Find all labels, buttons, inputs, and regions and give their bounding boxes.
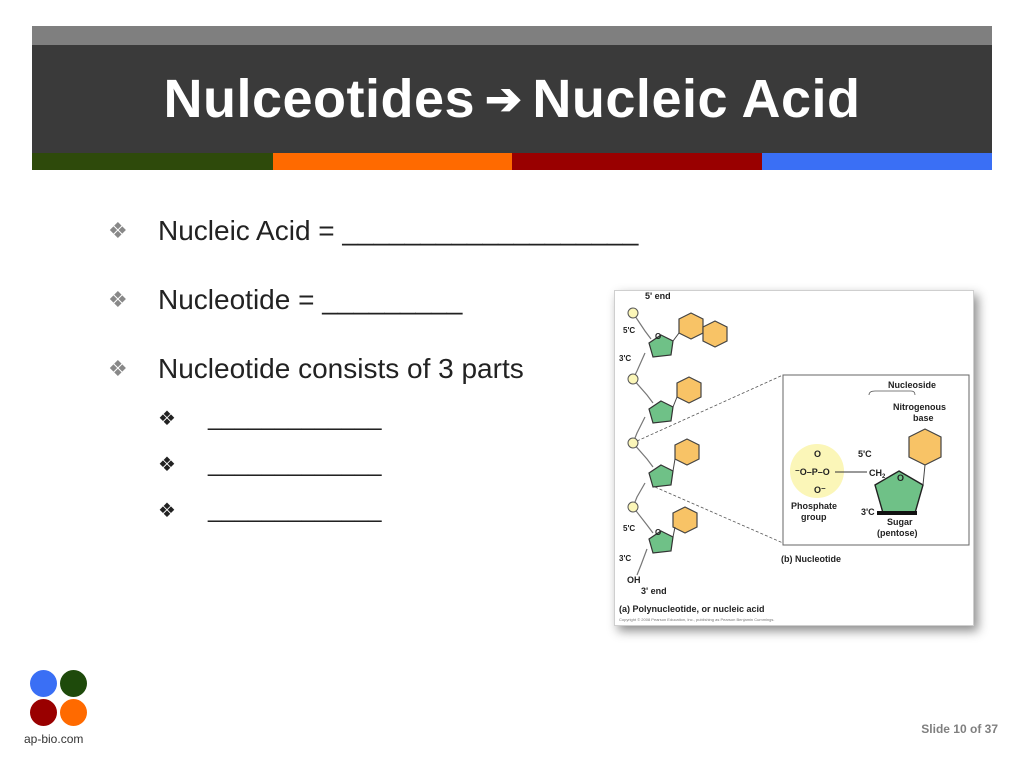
- nucleoside-brace: [868, 390, 916, 396]
- diamond-bullet-icon: ❖: [158, 407, 176, 430]
- sub-bullet-2: ❖ _____________: [158, 447, 638, 481]
- sugar-base-link: [922, 464, 926, 486]
- ap-bio-logo: [30, 670, 88, 726]
- phosphate-o-bottom: O⁻: [814, 485, 826, 495]
- nitrogenous-label: Nitrogenous: [893, 402, 946, 412]
- bullet-nucleic-acid: ❖ Nucleic Acid = ___________________: [108, 206, 638, 256]
- base-hexagons: [672, 312, 728, 534]
- diamond-bullet-icon: ❖: [158, 453, 176, 476]
- title-band: Nulceotides ➔ Nucleic Acid: [32, 45, 992, 153]
- bullet-text: Nucleic Acid = ___________________: [158, 215, 639, 246]
- five-end-label: 5' end: [645, 291, 671, 301]
- slide-number: Slide 10 of 37: [921, 722, 998, 736]
- c5-detail-label: 5'C: [858, 449, 872, 459]
- color-bar: [32, 153, 992, 170]
- polynucleotide-caption: (a) Polynucleotide, or nucleic acid: [619, 604, 765, 614]
- color-bar-red: [512, 153, 762, 170]
- sub-bullet-list: ❖ _____________ ❖ _____________ ❖ ______…: [108, 401, 638, 527]
- c5-label-lower: 5'C: [623, 524, 635, 533]
- sub-bullet-text: _____________: [208, 496, 382, 523]
- phosphate-group-circle: [790, 444, 844, 498]
- nucleoside-label: Nucleoside: [888, 380, 936, 390]
- bullet-list: ❖ Nucleic Acid = ___________________ ❖ N…: [108, 206, 638, 539]
- title-left: Nulceotides: [163, 69, 476, 129]
- color-bar-blue: [762, 153, 992, 170]
- diamond-bullet-icon: ❖: [108, 218, 128, 243]
- group-label: group: [801, 512, 827, 522]
- detail-base-hexagon: [908, 428, 942, 466]
- sub-bullet-3: ❖ _____________: [158, 493, 638, 527]
- diamond-bullet-icon: ❖: [158, 499, 176, 522]
- oxygen-label-lower: O: [655, 528, 661, 537]
- copyright-text: Copyright © 2008 Pearson Education, Inc.…: [619, 617, 774, 622]
- callout-lines: [636, 374, 784, 544]
- logo-dot-green: [60, 670, 87, 697]
- phosphate-circles: [627, 307, 639, 513]
- sub-bullet-1: ❖ _____________: [158, 401, 638, 435]
- c3-detail-label: 3'C: [861, 507, 875, 517]
- backbone-lines: [632, 312, 654, 576]
- phosphate-label: Phosphate: [791, 501, 837, 511]
- logo-dot-red: [30, 699, 57, 726]
- sub-bullet-text: _____________: [208, 404, 382, 431]
- sugar-label: Sugar: [887, 517, 913, 527]
- color-bar-green: [32, 153, 273, 170]
- three-end-label: 3' end: [641, 586, 667, 596]
- sugar-oxygen-label: O: [897, 473, 904, 483]
- phosphate-line: ⁻O–P–O: [795, 467, 830, 477]
- c3-label: 3'C: [619, 354, 631, 363]
- nucleotide-caption: (b) Nucleotide: [781, 554, 841, 564]
- site-label: ap-bio.com: [24, 732, 84, 746]
- c5-label: 5'C: [623, 326, 635, 335]
- base-label: base: [913, 413, 934, 423]
- bullet-text: Nucleotide = _________: [158, 284, 463, 315]
- pentose-label: (pentose): [877, 528, 918, 538]
- oh-label: OH: [627, 575, 641, 585]
- arrow-icon: ➔: [485, 74, 523, 124]
- phosphate-o-top: O: [814, 449, 821, 459]
- bullet-text: Nucleotide consists of 3 parts: [158, 353, 524, 384]
- logo-dot-orange: [60, 699, 87, 726]
- ch2-label: CH2: [869, 468, 886, 480]
- sugar-pentagons: [648, 334, 674, 554]
- slide-title: Nulceotides ➔ Nucleic Acid: [32, 45, 992, 153]
- nucleotide-figure: 5' end 5'C O 3'C 5'C O 3'C OH 3' end Nuc…: [614, 290, 974, 626]
- logo-dot-blue: [30, 670, 57, 697]
- color-bar-orange: [273, 153, 512, 170]
- sub-bullet-text: _____________: [208, 450, 382, 477]
- bullet-three-parts: ❖ Nucleotide consists of 3 parts: [108, 344, 638, 394]
- title-top-strip: [32, 26, 992, 45]
- diamond-bullet-icon: ❖: [108, 356, 128, 381]
- c3-label-lower: 3'C: [619, 554, 631, 563]
- nucleotide-diagram: 5' end 5'C O 3'C 5'C O 3'C OH 3' end Nuc…: [619, 291, 970, 622]
- base-links: [672, 332, 680, 538]
- diamond-bullet-icon: ❖: [108, 287, 128, 312]
- title-right: Nucleic Acid: [532, 69, 861, 129]
- bullet-nucleotide: ❖ Nucleotide = _________: [108, 275, 638, 325]
- oxygen-label: O: [655, 332, 661, 341]
